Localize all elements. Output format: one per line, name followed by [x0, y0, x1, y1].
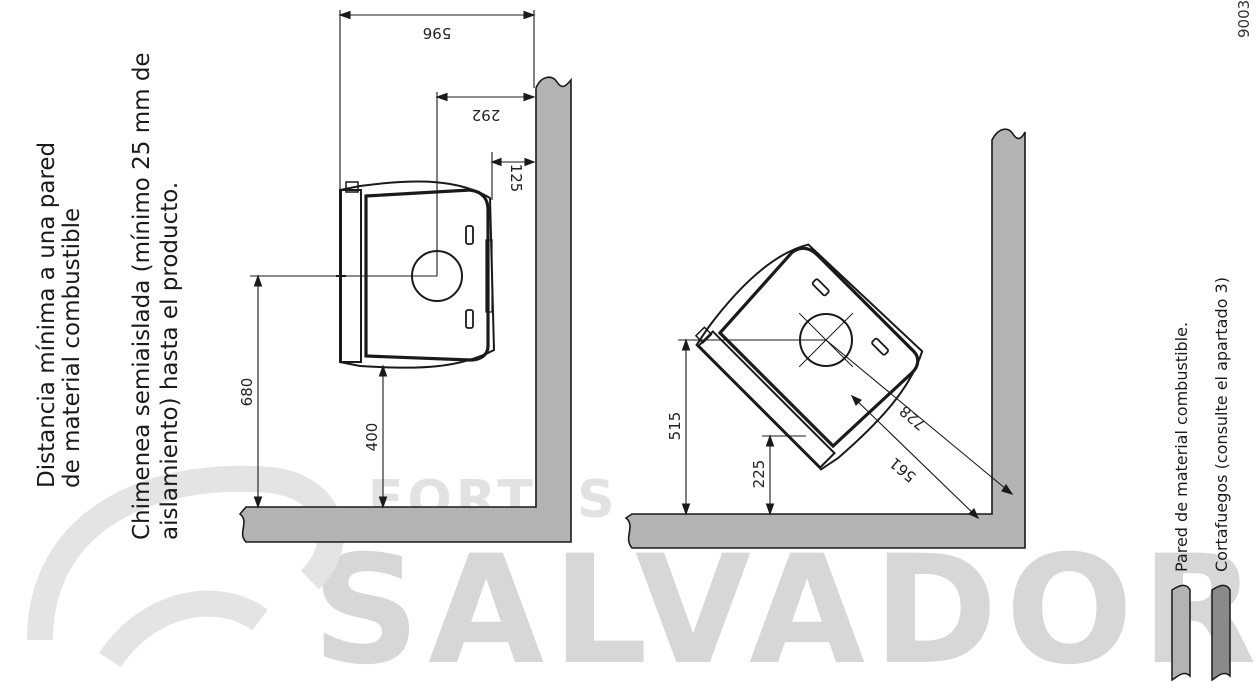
watermark-logo	[27, 465, 344, 668]
clearance-heading-line1: Distancia mínima a una pared	[34, 141, 60, 488]
dim-292-label: 292	[472, 106, 501, 124]
combustible-wall-right	[624, 128, 1026, 549]
combustible-wall-swatch	[1171, 584, 1191, 682]
dim-561-label: 561	[886, 454, 920, 486]
dim-728-label: 728	[896, 402, 930, 434]
firewall-swatch	[1211, 584, 1231, 682]
legend-combustible-wall-label: Pared de material combustible.	[1172, 321, 1191, 572]
clearance-heading-line2: de material combustible	[59, 207, 85, 488]
dimension-lines-parallel	[250, 10, 536, 509]
dim-125-label: 125	[507, 164, 525, 193]
combustible-wall-left	[238, 76, 572, 543]
parallel-installation: 596 292 125 680 400	[238, 10, 572, 543]
dim-515-label: 515	[666, 412, 684, 441]
dim-225-label: 225	[750, 460, 768, 489]
corner-installation: 515 225 728 561	[624, 128, 1026, 549]
legend-firewall-label: Cortafuegos (consulte el apartado 3)	[1212, 277, 1231, 572]
stove-parallel	[336, 180, 496, 369]
watermark-brand: SALVADOR	[312, 524, 1256, 698]
legend-swatches	[1171, 584, 1231, 682]
chimney-heading-line2: aislamiento) hasta el producto.	[157, 181, 183, 540]
chimney-heading-line1: Chimenea semiaislada (mínimo 25 mm de	[129, 52, 155, 540]
dim-596-label: 596	[423, 24, 452, 42]
dim-680-label: 680	[238, 378, 256, 407]
dimension-lines-corner	[678, 338, 1014, 520]
diagram-code: 9003	[1235, 0, 1253, 38]
dim-400-label: 400	[363, 423, 381, 452]
stove-corner	[694, 243, 924, 471]
